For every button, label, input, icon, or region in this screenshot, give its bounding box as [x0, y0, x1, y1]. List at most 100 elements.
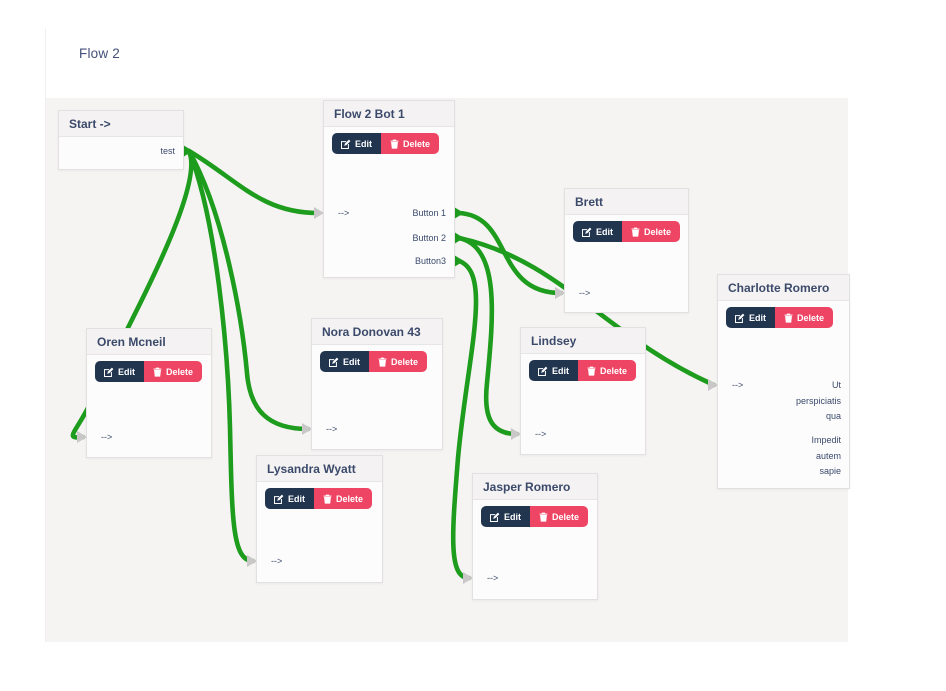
output-port-label-flow-2-bot-1-button-3[interactable]: Button3 — [415, 254, 446, 270]
node-flow-2-bot-1[interactable]: Flow 2 Bot 1 Edit Delete --> Button 1 Button … — [323, 100, 455, 278]
delete-button[interactable]: Delete — [578, 360, 637, 381]
delete-button[interactable]: Delete — [381, 133, 440, 154]
edit-button-label: Edit — [343, 356, 360, 367]
output-port-flow-2-bot-1-button-3[interactable] — [454, 255, 464, 267]
connection-flow-2-bot-1.button-2-to-lindsey.in[interactable] — [456, 235, 520, 437]
connection-start.test-to-nora-donovan-43.in[interactable] — [186, 148, 311, 432]
delete-button-label: Delete — [166, 366, 194, 377]
node-title-oren-mcneil[interactable]: Oren Mcneil — [87, 329, 211, 355]
node-nora-donovan-43[interactable]: Nora Donovan 43 Edit Delete --> — [311, 318, 443, 450]
node-title-brett[interactable]: Brett — [565, 189, 688, 215]
trash-icon — [153, 367, 162, 377]
output-port-label-flow-2-bot-1-button-2[interactable]: Button 2 — [412, 231, 446, 247]
trash-icon — [631, 227, 640, 237]
delete-button-label: Delete — [391, 356, 419, 367]
input-port-oren-mcneil[interactable] — [77, 431, 87, 443]
input-port-label-lindsey[interactable]: --> — [535, 429, 547, 439]
output-port-label-start-test[interactable]: test — [160, 144, 175, 160]
delete-button-label: Delete — [336, 493, 364, 504]
delete-button-label: Delete — [644, 226, 672, 237]
edit-pencil-icon — [735, 313, 745, 323]
output-port-flow-2-bot-1-button-1[interactable] — [454, 207, 464, 219]
delete-button-label: Delete — [600, 365, 628, 376]
output-label-line: test — [160, 146, 175, 156]
delete-button[interactable]: Delete — [369, 351, 428, 372]
output-label-line: Ut — [832, 380, 841, 390]
input-port-lysandra-wyatt[interactable] — [247, 555, 257, 567]
node-title-start[interactable]: Start -> — [59, 111, 183, 137]
connection-start.test-to-flow-2-bot-1.in[interactable] — [186, 148, 321, 216]
node-start[interactable]: Start -> test — [58, 110, 184, 170]
node-title-jasper-romero[interactable]: Jasper Romero — [473, 474, 597, 500]
output-port-flow-2-bot-1-button-2[interactable] — [454, 232, 464, 244]
flow-header: Flow 2 — [46, 28, 848, 98]
output-port-label-flow-2-bot-1-button-1[interactable]: Button 1 — [412, 206, 446, 222]
node-actions: Edit Delete — [573, 221, 681, 242]
input-port-jasper-romero[interactable] — [463, 572, 473, 584]
output-label-line: autem — [815, 450, 841, 461]
edit-button-label: Edit — [355, 138, 372, 149]
node-actions: Edit Delete — [529, 360, 637, 381]
input-port-flow-2-bot-1[interactable] — [314, 207, 324, 219]
input-port-label-lysandra-wyatt[interactable]: --> — [271, 556, 283, 566]
node-title-charlotte-romero[interactable]: Charlotte Romero — [718, 275, 849, 301]
trash-icon — [378, 357, 387, 367]
edit-button-label: Edit — [749, 312, 766, 323]
output-label-line: Impedit — [811, 435, 841, 445]
edit-pencil-icon — [274, 494, 284, 504]
edit-button[interactable]: Edit — [481, 506, 530, 527]
input-port-label-nora-donovan-43[interactable]: --> — [326, 424, 338, 434]
output-label-line: Button 1 — [412, 208, 446, 218]
delete-button[interactable]: Delete — [775, 307, 834, 328]
input-port-label-jasper-romero[interactable]: --> — [487, 573, 499, 583]
edit-button[interactable]: Edit — [332, 133, 381, 154]
input-port-nora-donovan-43[interactable] — [302, 423, 312, 435]
edit-pencil-icon — [538, 366, 548, 376]
input-port-label-oren-mcneil[interactable]: --> — [101, 432, 113, 442]
trash-icon — [587, 366, 596, 376]
delete-button[interactable]: Delete — [314, 488, 373, 509]
node-actions: Edit Delete — [481, 506, 589, 527]
edit-button[interactable]: Edit — [726, 307, 775, 328]
node-title-lindsey[interactable]: Lindsey — [521, 328, 645, 354]
node-title-lysandra-wyatt[interactable]: Lysandra Wyatt — [257, 456, 382, 482]
connection-flow-2-bot-1.button-3-to-jasper-romero.in[interactable] — [450, 258, 479, 581]
edit-button[interactable]: Edit — [265, 488, 314, 509]
input-port-label-flow-2-bot-1[interactable]: --> — [338, 208, 350, 218]
delete-button[interactable]: Delete — [622, 221, 681, 242]
delete-button-label: Delete — [552, 511, 580, 522]
output-label-line: Button 2 — [412, 233, 446, 243]
node-title-nora-donovan-43[interactable]: Nora Donovan 43 — [312, 319, 442, 345]
output-label-line: Button3 — [414, 256, 446, 266]
trash-icon — [539, 512, 548, 522]
node-title-flow-2-bot-1[interactable]: Flow 2 Bot 1 — [324, 101, 454, 127]
input-port-label-charlotte-romero[interactable]: --> — [732, 380, 744, 390]
node-actions: Edit Delete — [332, 133, 440, 154]
edit-button[interactable]: Edit — [320, 351, 369, 372]
input-port-label-brett[interactable]: --> — [579, 288, 591, 298]
edit-button[interactable]: Edit — [529, 360, 578, 381]
node-actions: Edit Delete — [95, 361, 203, 382]
delete-button[interactable]: Delete — [144, 361, 203, 382]
input-port-charlotte-romero[interactable] — [708, 379, 718, 391]
edit-button-label: Edit — [288, 493, 305, 504]
delete-button-label: Delete — [797, 312, 825, 323]
connection-start.test-to-lysandra-wyatt.in[interactable] — [186, 148, 256, 564]
input-port-lindsey[interactable] — [511, 428, 521, 440]
output-label-line: perspiciatis — [795, 395, 841, 406]
edit-button[interactable]: Edit — [95, 361, 144, 382]
delete-button[interactable]: Delete — [530, 506, 589, 527]
output-port-start-test[interactable] — [183, 145, 193, 157]
edit-button[interactable]: Edit — [573, 221, 622, 242]
input-port-brett[interactable] — [555, 287, 565, 299]
